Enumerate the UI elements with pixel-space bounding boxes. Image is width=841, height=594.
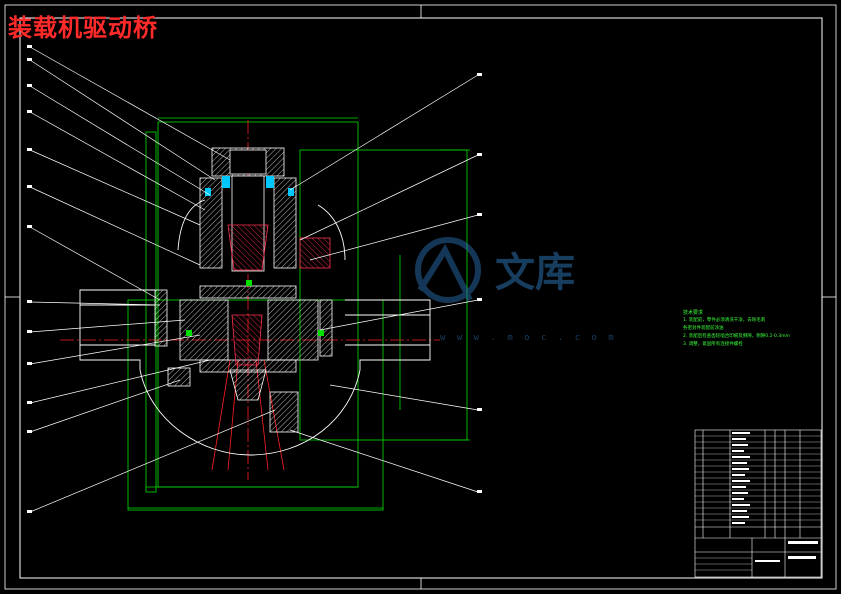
watermark-logo [415,237,481,303]
watermark-text: 文库 [495,249,575,296]
inner-frame [19,17,823,579]
dimension-lines [127,117,470,511]
green-markers [186,280,324,336]
seals [205,176,294,196]
technical-note-item: 1. 装配前，零件必须清洗干净，去除毛刺 [683,318,766,323]
parts-list-rows [695,435,821,571]
housing-outline [79,199,431,456]
sectioned-parts [154,147,333,433]
technical-note-item: 各密封件装配前涂油 [683,326,724,331]
outer-frame [4,4,837,590]
drawing-title: 装载机驱动桥 [8,14,158,42]
technical-notes-heading: 技术要求 [683,310,704,316]
technical-note-item: 2. 装配后检查齿轮啮合印痕及侧隙，侧隙0.2-0.3mm [683,334,790,339]
technical-note-item: 3. 调整，紧固所有连接件螺栓 [683,342,743,347]
parts-list-text-blocks [732,432,818,562]
technical-notes: 技术要求 1. 装配前，零件必须清洗干净，去除毛刺 各密封件装配前涂油 2. 装… [683,309,790,349]
watermark-url: w w w . m o c . c o m [440,333,617,343]
part-numbers [27,45,482,513]
title-block [694,429,822,578]
leader-lines [29,46,479,513]
